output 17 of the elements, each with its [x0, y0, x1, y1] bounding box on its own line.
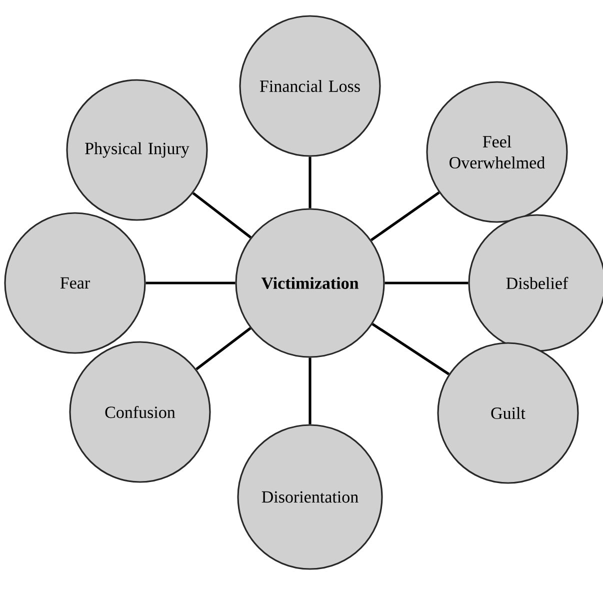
connector-line: [308, 358, 312, 424]
circle-node: Victimization: [235, 208, 385, 358]
connector-line: [372, 322, 450, 376]
circle-node: Physical Injury: [66, 79, 208, 221]
circle-node: Fear: [4, 212, 146, 354]
connector-line: [370, 192, 440, 242]
circle-node: Disorientation: [237, 424, 383, 570]
circle-node: Guilt: [437, 342, 579, 484]
circle-node: Financial Loss: [239, 15, 381, 157]
connector-line: [384, 282, 468, 284]
connector-line: [146, 282, 236, 284]
connector-line: [196, 327, 252, 370]
circle-node: Disbelief: [468, 214, 603, 352]
connector-line: [192, 192, 252, 238]
connector-line: [308, 156, 312, 208]
circle-node: Confusion: [69, 341, 211, 483]
circle-node: Feel Overwhelmed: [426, 81, 568, 223]
